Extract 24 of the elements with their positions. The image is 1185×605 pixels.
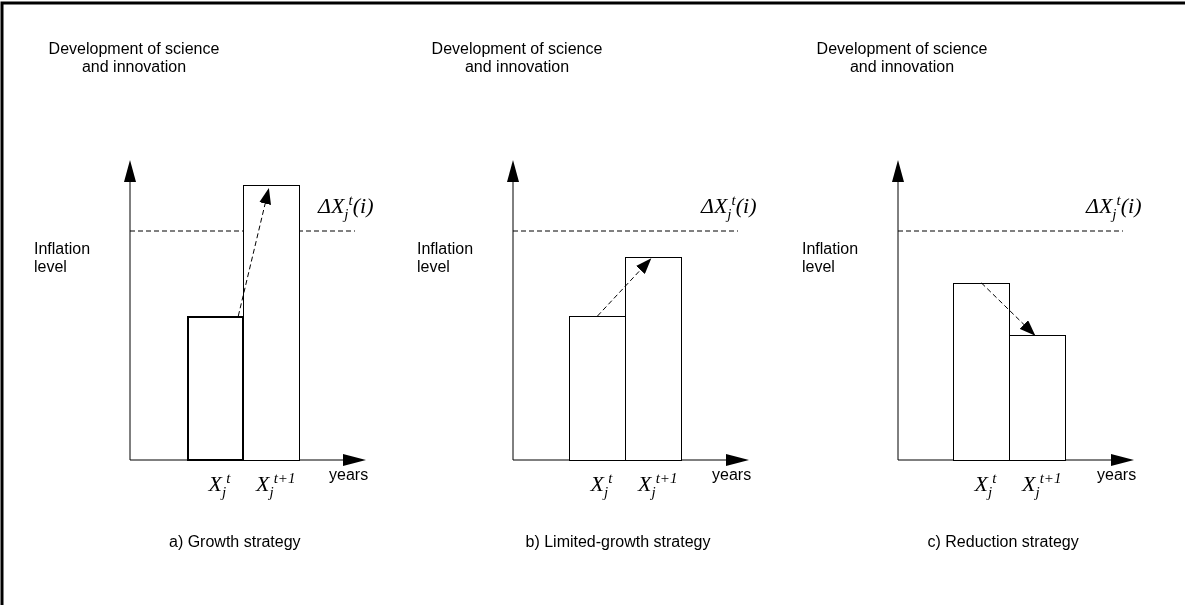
- line-label: Inflation level: [34, 240, 92, 277]
- axis-title: Development of science and innovation: [815, 40, 989, 77]
- dashed-arrow: [237, 188, 271, 317]
- axis-title: years: [1097, 466, 1137, 485]
- dashed-arrow: [597, 258, 652, 317]
- axis-title: Development of science and innovation: [430, 40, 604, 77]
- line-label: Inflation level: [417, 240, 475, 277]
- panel-caption: c) Reduction strategy: [927, 533, 1079, 552]
- axis-title: Development of science and innovation: [47, 40, 221, 77]
- panel-caption: a) Growth strategy: [169, 533, 301, 552]
- bar: [569, 316, 626, 461]
- axis-title: years: [329, 466, 369, 485]
- bar: [625, 257, 682, 461]
- bar: [953, 283, 1010, 461]
- math-label: ΔX$_{j}$$^{t}$(i): [318, 192, 374, 223]
- panel-caption: b) Limited-growth strategy: [525, 533, 711, 552]
- dashed-arrow: [981, 282, 1036, 336]
- math-label: ΔX$_{j}$$^{t}$(i): [701, 192, 757, 223]
- axis-title: years: [712, 466, 752, 485]
- bar: [187, 316, 244, 461]
- bar: [243, 185, 300, 461]
- math-label: ΔX$_{j}$$^{t}$(i): [1086, 192, 1142, 223]
- bar: [1009, 335, 1066, 461]
- line-label: Inflation level: [802, 240, 860, 277]
